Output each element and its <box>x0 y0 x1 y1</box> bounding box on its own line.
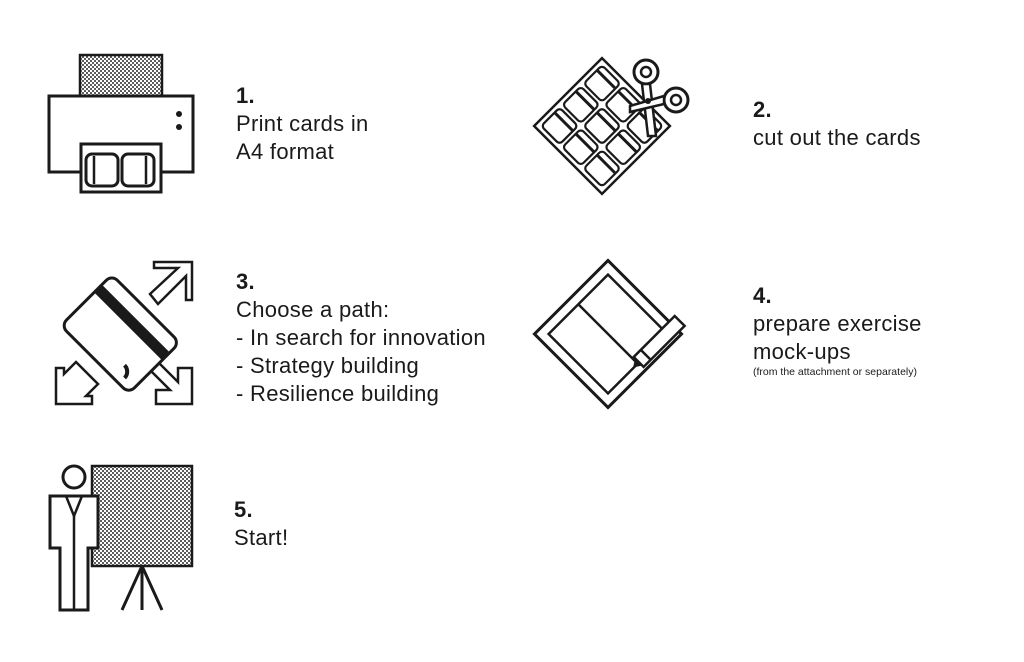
step-line: Print cards in <box>236 111 369 136</box>
step-line: mock-ups <box>753 339 851 364</box>
presenter-board-icon <box>48 464 194 612</box>
step-line: cut out the cards <box>753 125 921 150</box>
step-number: 2. <box>753 97 772 122</box>
step-note: (from the attachment or separately) <box>753 366 917 378</box>
step-number: 4. <box>753 283 772 308</box>
step-4-text: 4. prepare exercise mock-ups (from the a… <box>753 282 922 378</box>
step-line: Choose a path: <box>236 297 390 322</box>
step-1-text: 1. Print cards in A4 format <box>236 82 369 166</box>
step-number: 5. <box>234 497 253 522</box>
step-line: A4 format <box>236 139 335 164</box>
card-paths-icon <box>54 260 194 406</box>
step-3-text: 3. Choose a path: - In search for innova… <box>236 268 486 408</box>
step-line: - Resilience building <box>236 381 440 406</box>
step-line: Start! <box>234 525 289 550</box>
step-line: - In search for innovation <box>236 325 486 350</box>
step-line: prepare exercise <box>753 311 922 336</box>
printer-icon <box>47 53 195 194</box>
scissors-cards-icon <box>532 56 690 196</box>
step-number: 1. <box>236 83 255 108</box>
step-number: 3. <box>236 269 255 294</box>
mockup-sheet-icon <box>532 258 687 410</box>
step-line: - Strategy building <box>236 353 420 378</box>
step-5-text: 5. Start! <box>234 496 288 552</box>
step-2-text: 2. cut out the cards <box>753 96 921 152</box>
